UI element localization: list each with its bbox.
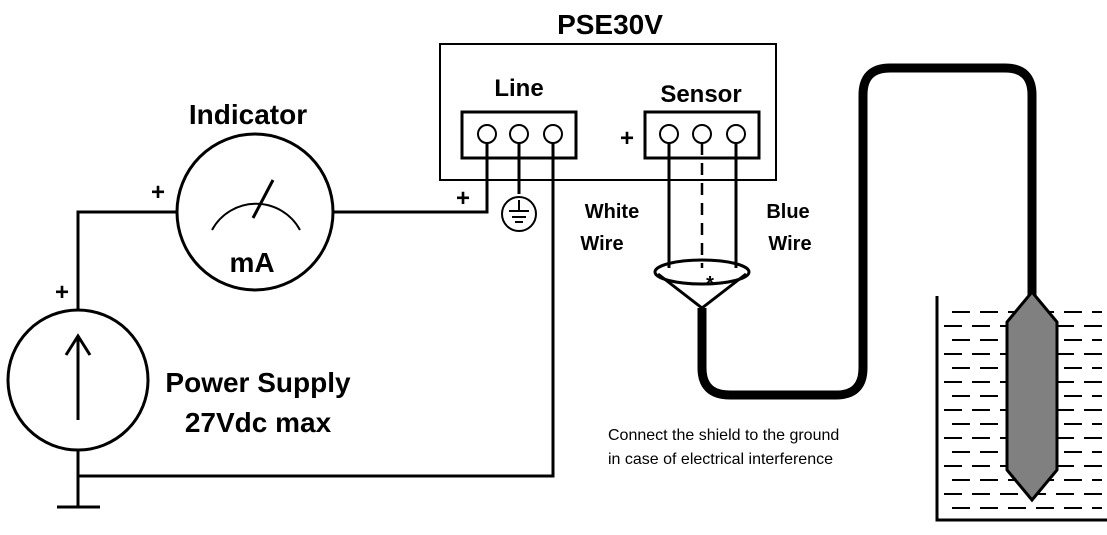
- shield-note-line-1: Connect the shield to the ground: [608, 427, 839, 444]
- wire-indicator-to-line: [333, 143, 489, 214]
- sensor-terminal-1: [659, 124, 679, 144]
- sensor-terminal-2: [692, 124, 712, 144]
- indicator-title: Indicator: [189, 99, 307, 130]
- line-terminal-2: [509, 124, 529, 144]
- sensor-cable: [697, 63, 1037, 400]
- device-title: PSE30V: [557, 9, 663, 40]
- blue-wire-label-2: Wire: [768, 233, 811, 255]
- sensor-terminal-label: Sensor: [660, 81, 741, 108]
- supply-plus-sign: +: [55, 279, 69, 306]
- line-terminal-label: Line: [494, 75, 543, 102]
- line-terminal-3: [543, 124, 563, 144]
- indicator-unit: mA: [229, 247, 274, 278]
- meter-needle: [251, 179, 275, 219]
- shield-marker: *: [706, 273, 714, 295]
- liquid-surface-lines: [944, 311, 1102, 509]
- white-wire-label-1: White: [585, 201, 639, 223]
- wire-line-return: [76, 143, 555, 478]
- pse30v-housing: [439, 43, 777, 181]
- supply-arrow-head: [64, 333, 92, 356]
- white-wire-label-2: Wire: [580, 233, 623, 255]
- sensor-plus-sign: +: [620, 125, 634, 152]
- wire-supply-to-indicator: [76, 210, 177, 310]
- cable-jacket-ellipse: [653, 258, 751, 286]
- sensor-terminal-3: [726, 124, 746, 144]
- shield-note-line-2: in case of electrical interference: [608, 451, 833, 468]
- tank-walls: [935, 296, 1107, 522]
- power-supply-title: Power Supply: [165, 367, 351, 398]
- sensor-terminal-block: [643, 110, 761, 160]
- power-supply-rating: 27Vdc max: [185, 407, 332, 438]
- line-terminal-1: [477, 124, 497, 144]
- cable-taper: [657, 272, 747, 310]
- line-plus-sign: +: [456, 185, 470, 212]
- level-sensor-probe: [1005, 289, 1059, 503]
- indicator-plus-sign: +: [151, 179, 165, 206]
- blue-wire-label-1: Blue: [766, 201, 809, 223]
- meter-scale-arc: [211, 202, 301, 231]
- chassis-ground-icon: [501, 196, 537, 232]
